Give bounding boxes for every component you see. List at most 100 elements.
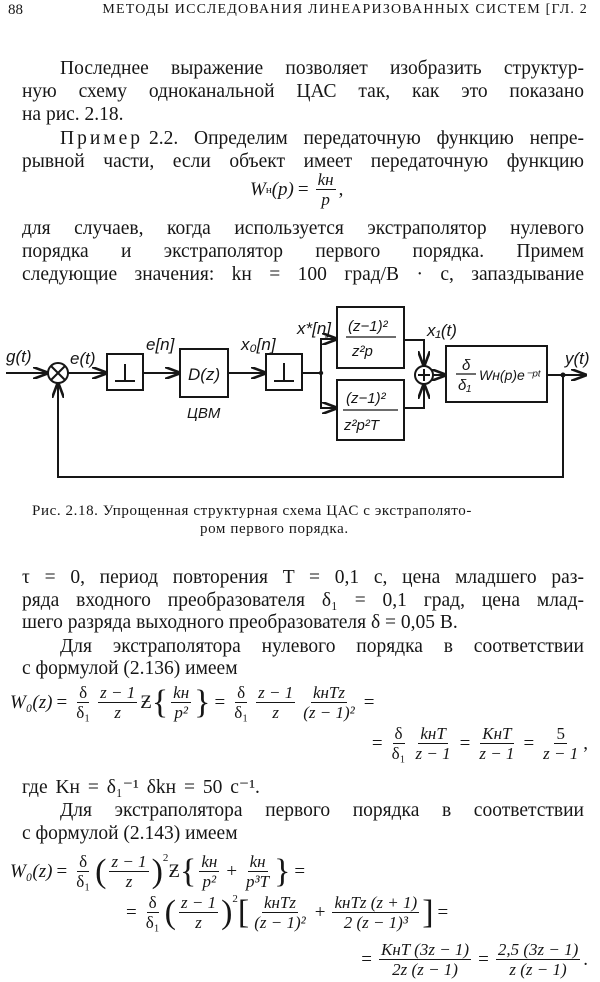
denominator: δ₁	[76, 872, 91, 891]
eq-sign: =	[371, 732, 383, 754]
text-line: ряда входного преобразователя δ₁ = 0,1 г…	[22, 590, 584, 611]
denominator: (z − 1)²	[254, 913, 306, 932]
fraction: kнTz(z − 1)²	[301, 683, 357, 722]
denominator: p³T	[246, 872, 270, 891]
fraction: KнT (3z − 1)2z (z − 1)	[379, 940, 472, 979]
denominator: 2 (z − 1)³	[343, 913, 408, 932]
numerator: kн	[315, 170, 336, 190]
block-diagram: g(t) e(t) e[n] D(z) ЦВМ x₀[n] x*[n] (z−1…	[6, 306, 590, 478]
eq-sign: =	[523, 732, 535, 754]
eq-lhs: W₀(z)	[10, 860, 53, 882]
plant-den: δ₁	[458, 377, 471, 394]
numerator: z − 1	[178, 893, 219, 913]
denominator: p²	[202, 872, 217, 891]
example-line: Пример 2.2. Определим передаточную функц…	[22, 127, 584, 150]
upper-den: z²p	[351, 343, 373, 360]
denominator: δ₁	[145, 913, 160, 932]
text-line: ную схему одноканальной ЦАС так, как это…	[22, 81, 584, 102]
plus-sign: +	[226, 860, 238, 882]
numerator: z − 1	[256, 683, 296, 703]
denominator: (z − 1)²	[303, 703, 355, 722]
denominator: z	[272, 703, 279, 722]
numerator: kнTz	[310, 683, 348, 703]
eq-sign: =	[437, 901, 449, 923]
text-line: с формулой (2.143) имеем	[22, 823, 238, 844]
fraction: kнTz (z + 1)2 (z − 1)³	[332, 893, 420, 932]
page-number: 88	[8, 2, 23, 18]
numerator: kн	[171, 683, 192, 703]
denominator: z − 1	[479, 744, 515, 763]
period: .	[583, 948, 588, 970]
eq-sign: =	[214, 691, 226, 713]
plus-sign: +	[314, 901, 326, 923]
denominator: δ₁	[76, 703, 91, 722]
text-line: рывной части, если объект имеет передато…	[22, 151, 584, 172]
text-line: на рис. 2.18.	[22, 104, 124, 125]
numerator: δ	[235, 683, 248, 703]
eq-lhs: W₀(z)	[10, 691, 53, 713]
numerator: kн	[247, 852, 268, 872]
where-line: где Kн = δ₁⁻¹ δkн = 50 с⁻¹.	[22, 777, 260, 798]
lower-den: z²p²T	[343, 417, 381, 434]
z-transform-symbol: Ƶ	[140, 691, 152, 713]
comma: ,	[338, 178, 344, 200]
text-line: Для экстраполятора первого порядка в соо…	[60, 800, 584, 821]
feedback-line	[58, 375, 564, 478]
running-title: Методы исследования линеаризованных сист…	[102, 2, 588, 17]
first-order-block-lower	[336, 379, 405, 441]
numerator: 2,5 (3z − 1)	[495, 940, 581, 960]
text-line: следующие значения: kн = 100 град/В · с,…	[22, 264, 584, 285]
exponent: 2	[232, 893, 238, 905]
numerator: δ	[392, 724, 405, 744]
text-line: 2.2. Определим передаточную функцию непр…	[149, 128, 584, 149]
eq-sign: =	[361, 948, 373, 970]
plant-tf: Wн(p)e⁻ᵖᵗ	[479, 367, 541, 383]
text-line: шего разряда выходного преобразователя δ…	[22, 612, 458, 633]
label-e: e(t)	[70, 349, 96, 368]
denominator: 2z (z − 1)	[392, 960, 458, 979]
example-lead: Пример	[60, 128, 144, 149]
denominator: z	[114, 703, 121, 722]
label-dz: D(z)	[188, 365, 220, 384]
running-header: 88 Методы исследования линеаризованных с…	[8, 2, 588, 19]
numerator: δ	[146, 893, 159, 913]
comma: ,	[583, 732, 588, 754]
eq-sign: =	[294, 860, 306, 882]
text-line: для случаев, когда используется экстрапо…	[22, 218, 584, 239]
figure-caption: Рис. 2.18. Упрощенная структурная схема …	[32, 503, 472, 519]
eq-sign: =	[56, 691, 68, 713]
denominator: δ₁	[391, 744, 406, 763]
label-x0: x₀[n]	[240, 335, 277, 354]
text-line: порядка и экстраполятор первого порядка.…	[22, 241, 584, 262]
exponent: 2	[162, 852, 169, 864]
z-transform-symbol: Ƶ	[168, 860, 180, 882]
eq-sign: =	[478, 948, 489, 970]
numerator: kн	[199, 852, 220, 872]
label-y: y(t)	[564, 349, 590, 368]
equation-w0-first-order-result: = KнT (3z − 1)2z (z − 1) = 2,5 (3z − 1)z…	[357, 940, 588, 979]
numerator: δ	[77, 683, 90, 703]
numerator: KнT	[480, 724, 514, 744]
lower-num: (z−1)²	[346, 390, 387, 407]
text-line: с формулой (2.136) имеем	[22, 658, 238, 679]
eq-sign: =	[363, 691, 375, 713]
eq-symbol: W	[250, 178, 266, 200]
upper-num: (z−1)²	[348, 318, 389, 335]
numerator: kнTz	[261, 893, 299, 913]
label-en: e[n]	[146, 335, 176, 354]
numerator: KнT (3z − 1)	[379, 940, 472, 960]
denominator: p	[321, 190, 330, 209]
eq-sign: =	[459, 732, 471, 754]
